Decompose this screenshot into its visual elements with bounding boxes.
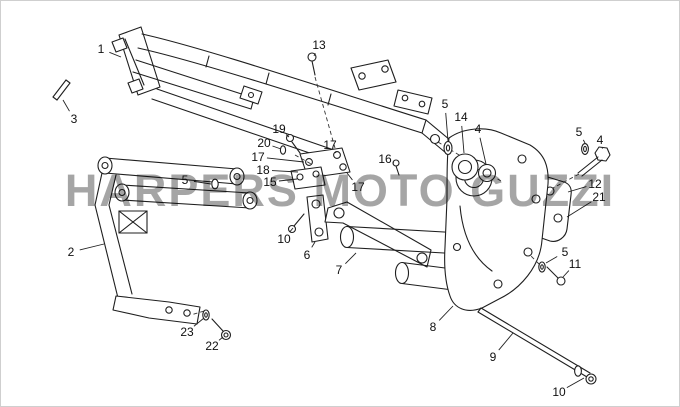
frame-main	[111, 26, 451, 161]
linkage-cluster	[290, 147, 432, 268]
frame-side-left	[52, 79, 258, 325]
fasteners	[202, 52, 611, 385]
leader-lines	[62, 51, 603, 388]
